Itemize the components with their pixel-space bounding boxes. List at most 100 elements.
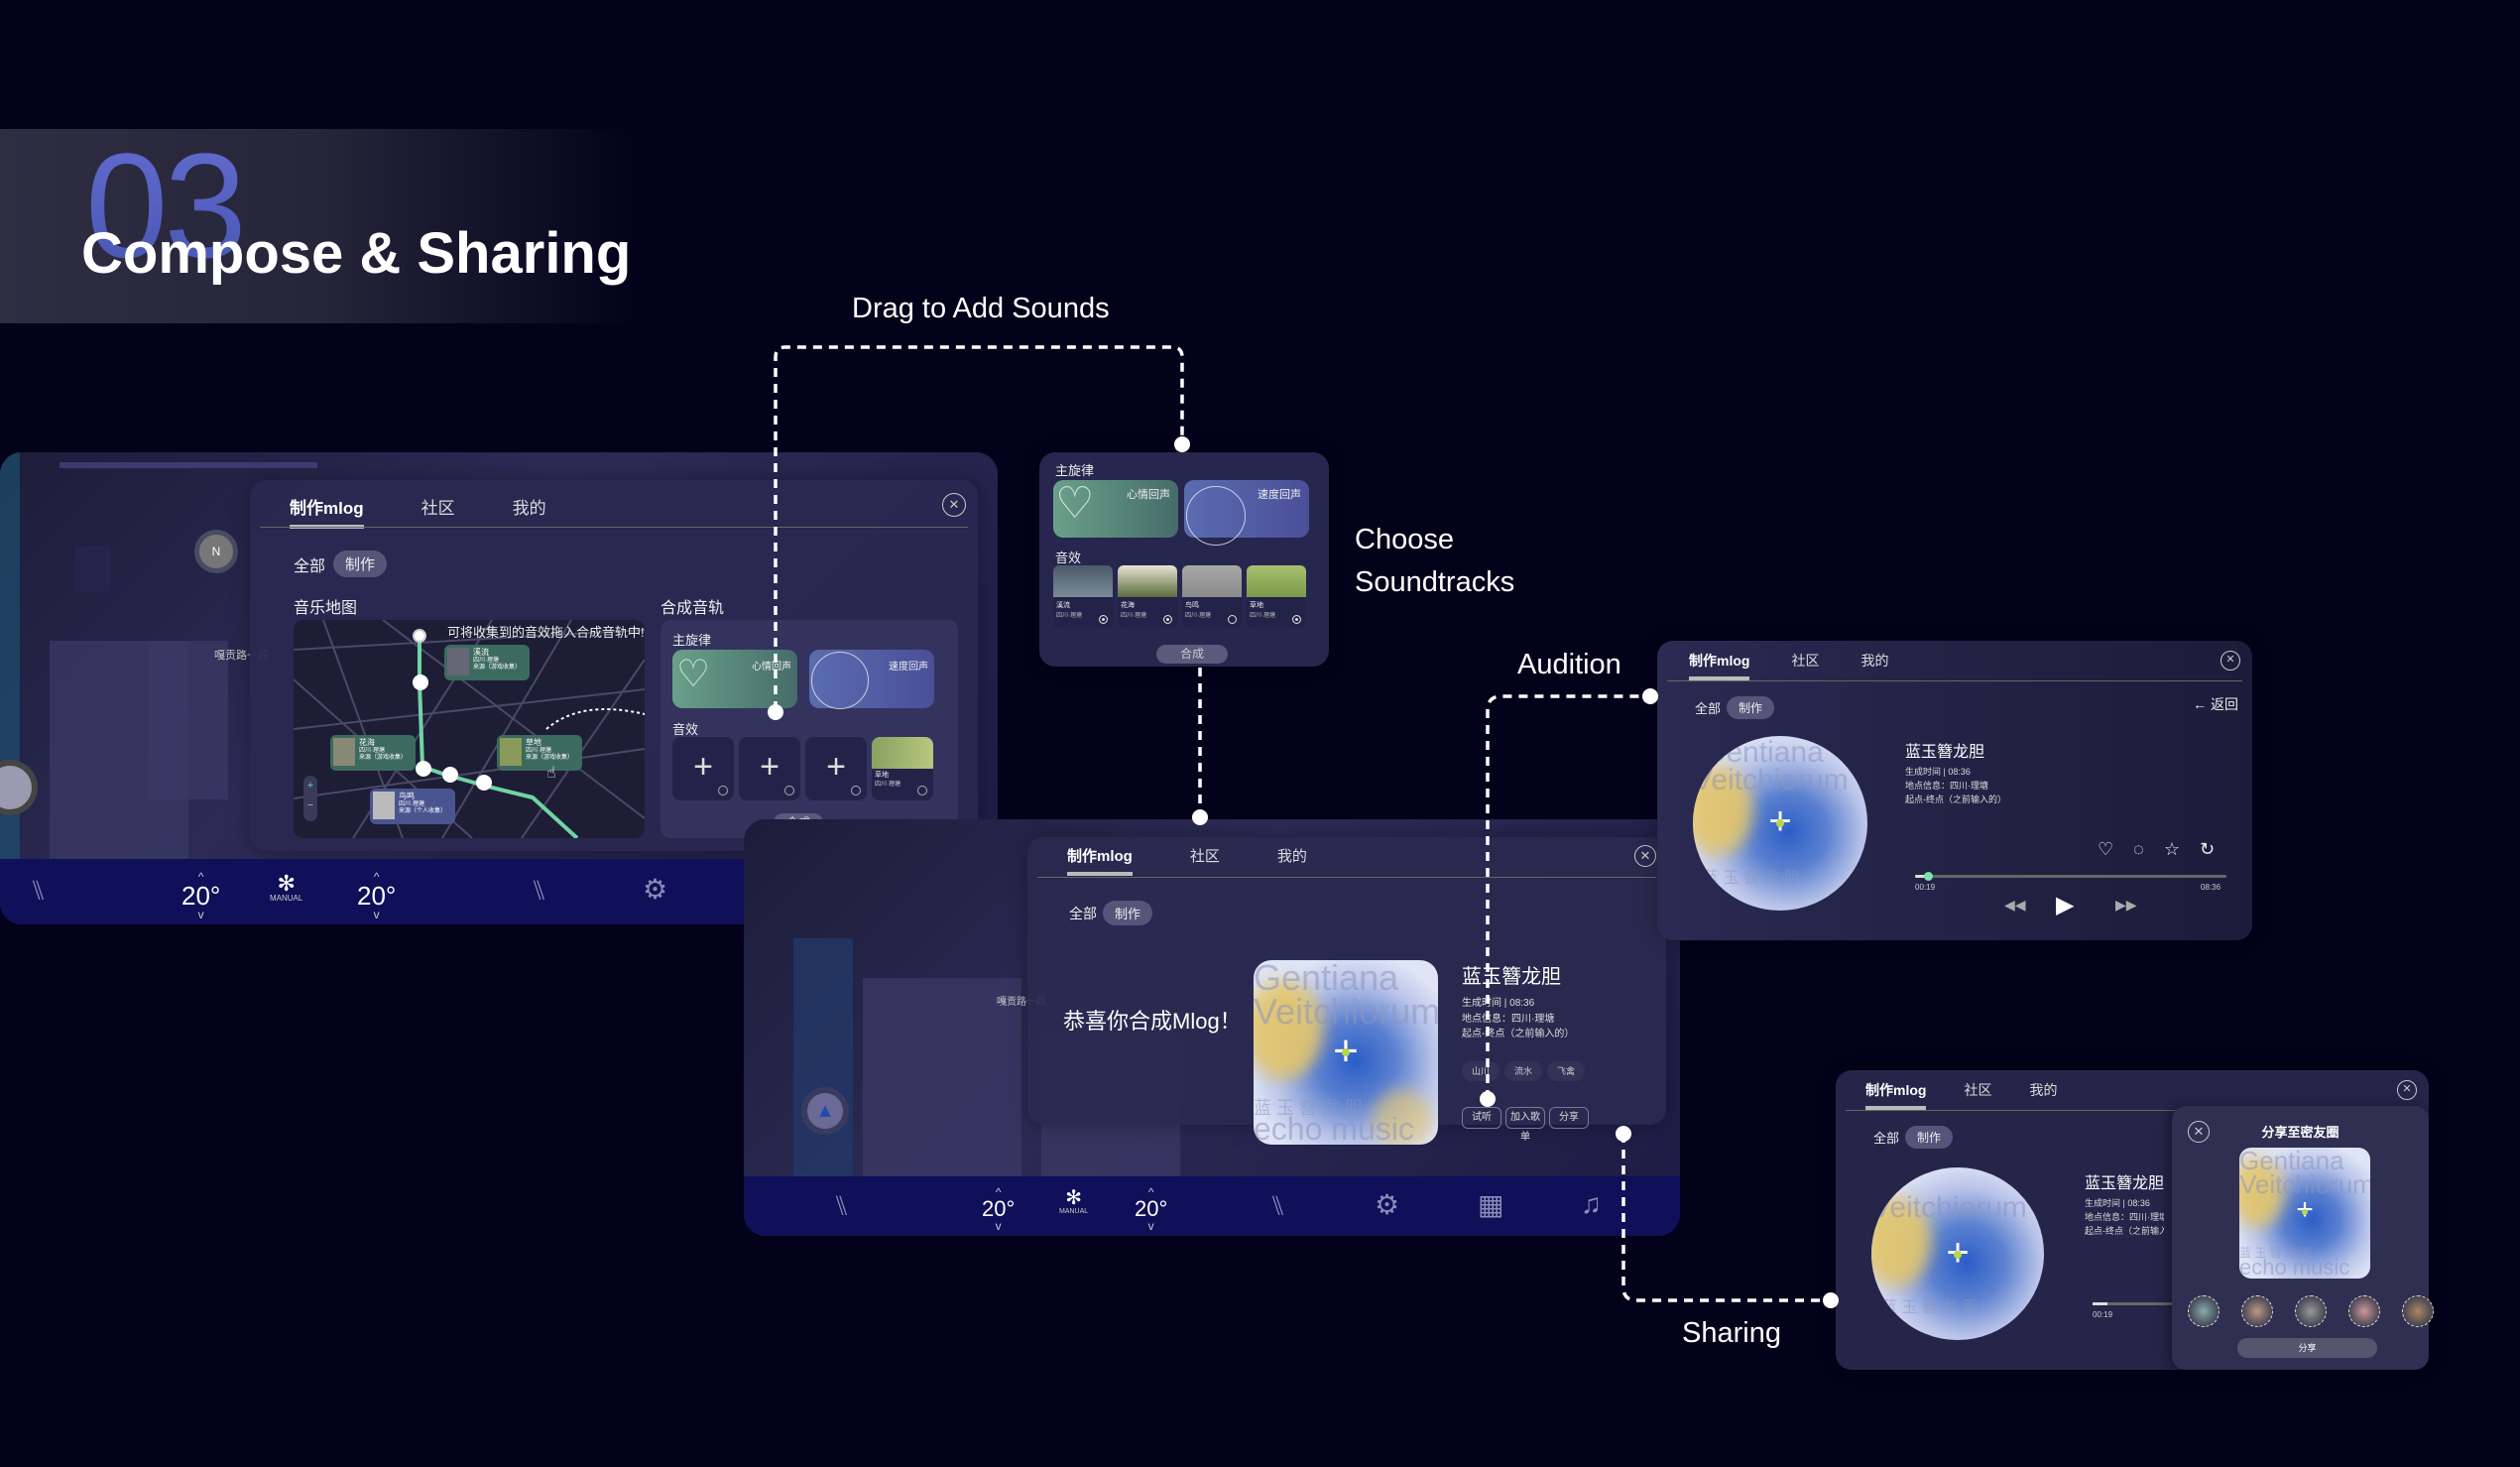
tab-make-mlog[interactable]: 制作mlog: [290, 494, 364, 529]
melody-mood-echo[interactable]: 心情回声 ♡: [672, 650, 797, 708]
filter-make[interactable]: 制作: [1103, 901, 1153, 925]
friend-avatar[interactable]: [2402, 1295, 2434, 1327]
rewind-icon[interactable]: ◀◀: [2004, 897, 2026, 913]
melody-speed-echo[interactable]: 速度回声: [809, 650, 934, 709]
tab-community[interactable]: 社区: [1964, 1082, 1992, 1098]
birds-thumbnail: [373, 792, 395, 819]
melody-speed-echo[interactable]: 速度回声: [1184, 480, 1309, 546]
progress-bar[interactable]: [1915, 872, 2226, 881]
temp-down-icon[interactable]: v: [1147, 1219, 1154, 1233]
close-icon[interactable]: ✕: [2220, 651, 2240, 671]
zoom-out-button[interactable]: −: [306, 799, 314, 811]
tab-make-mlog[interactable]: 制作mlog: [1689, 651, 1750, 680]
heart-icon[interactable]: ♡: [2098, 839, 2114, 859]
zoom-in-button[interactable]: +: [306, 780, 314, 792]
star-icon[interactable]: ☆: [2163, 839, 2180, 859]
close-icon[interactable]: ✕: [2397, 1080, 2417, 1100]
tab-community[interactable]: 社区: [420, 499, 455, 518]
filter-make[interactable]: 制作: [1727, 696, 1775, 719]
music-note-icon[interactable]: ♫: [1581, 1188, 1602, 1219]
progress-handle[interactable]: [1923, 872, 1933, 881]
sfx-add-slot[interactable]: +: [739, 737, 800, 800]
sfx-add-slot[interactable]: +: [805, 737, 867, 800]
radio-icon[interactable]: [1228, 615, 1237, 624]
album-disc[interactable]: Gentiana Veitchiorum 蓝 玉 簪 龙 胆 +: [1693, 736, 1867, 911]
tag-mountains[interactable]: 山川: [1462, 1061, 1500, 1081]
music-map[interactable]: 可将收集到的音效拖入合成音轨中! 溪流四川·理塘来源（游戏收集） 花海四川·理塘…: [294, 620, 645, 838]
share-button[interactable]: 分享: [1549, 1107, 1589, 1129]
tab-community[interactable]: 社区: [1791, 653, 1820, 669]
temp-right[interactable]: ^20°v: [357, 871, 396, 920]
tab-mine[interactable]: 我的: [512, 499, 546, 518]
refresh-icon[interactable]: ↻: [2199, 839, 2216, 859]
friend-avatar[interactable]: [2348, 1295, 2380, 1327]
album-disc[interactable]: Veitchiorum 蓝 玉 簪 龙 胆 +: [1871, 1167, 2044, 1340]
map-card-flowers[interactable]: 花海四川·理塘来源（游戏收集）: [330, 735, 416, 771]
share-confirm-button[interactable]: 分享: [2237, 1338, 2377, 1358]
tab-mine[interactable]: 我的: [1860, 653, 1889, 669]
filter-all[interactable]: 全部: [1695, 701, 1722, 716]
fan-control[interactable]: ✻MANUAL: [270, 873, 302, 903]
sfx-card[interactable]: 花海 四川·理塘: [1118, 565, 1177, 629]
radio-icon[interactable]: [1099, 615, 1108, 624]
friend-avatar[interactable]: [2241, 1295, 2273, 1327]
filter-make[interactable]: 制作: [333, 550, 388, 577]
tag-birds[interactable]: 飞禽: [1547, 1061, 1585, 1081]
close-icon[interactable]: ✕: [942, 493, 966, 517]
fast-forward-icon[interactable]: ▶▶: [2115, 897, 2137, 913]
play-icon[interactable]: ▶: [2056, 892, 2075, 918]
temp-left[interactable]: ^20°v: [181, 871, 220, 920]
sfx-card[interactable]: 溪流 四川·理塘: [1053, 565, 1113, 629]
fan-control[interactable]: ✻MANUAL: [1059, 1188, 1088, 1215]
friend-avatar[interactable]: [2295, 1295, 2327, 1327]
mlog-cover[interactable]: Gentiana Veitchiorum 蓝 玉 簪 龙 胆 echo musi…: [1254, 960, 1438, 1145]
tab-community[interactable]: 社区: [1189, 848, 1220, 865]
tab-make-mlog[interactable]: 制作mlog: [1865, 1080, 1927, 1110]
sfx-add-slot[interactable]: +: [672, 737, 734, 800]
melody-mood-echo[interactable]: 心情回声 ♡: [1053, 480, 1178, 538]
radio-icon[interactable]: [1292, 615, 1301, 624]
compass-button[interactable]: N: [194, 530, 238, 573]
back-button[interactable]: ← 返回: [2193, 694, 2238, 714]
map-card-stream[interactable]: 溪流四川·理塘来源（游戏收集）: [444, 645, 530, 680]
temp-left[interactable]: ^20°v: [982, 1186, 1015, 1232]
close-share-icon[interactable]: ✕: [2188, 1121, 2210, 1143]
add-to-playlist-button[interactable]: 加入歌单: [1505, 1107, 1545, 1143]
sfx-slot-grass[interactable]: 草地 四川·理塘: [872, 737, 933, 800]
seat-left-icon[interactable]: ⑊: [30, 875, 47, 906]
seat-right-icon[interactable]: ⑊: [531, 875, 547, 906]
temp-up-icon[interactable]: ^: [373, 870, 380, 884]
tag-water[interactable]: 流水: [1504, 1061, 1542, 1081]
seat-left-icon[interactable]: ⑊: [833, 1190, 850, 1221]
radio-icon[interactable]: [1163, 615, 1172, 624]
gear-icon[interactable]: ⚙: [643, 874, 668, 905]
friend-avatar[interactable]: [2188, 1295, 2220, 1327]
sfx-card[interactable]: 鸟鸣 四川·理塘: [1182, 565, 1242, 629]
seat-right-icon[interactable]: ⑊: [1269, 1190, 1286, 1221]
close-icon[interactable]: ✕: [1634, 845, 1656, 867]
filter-all[interactable]: 全部: [1069, 905, 1097, 921]
gear-icon[interactable]: ⚙: [1375, 1189, 1400, 1220]
temp-up-icon[interactable]: ^: [995, 1185, 1002, 1199]
connector-node: [1174, 436, 1190, 452]
temp-down-icon[interactable]: v: [373, 908, 380, 921]
temp-right[interactable]: ^20°v: [1135, 1186, 1167, 1232]
tab-mine[interactable]: 我的: [1276, 848, 1307, 865]
temp-down-icon[interactable]: v: [197, 908, 204, 921]
filter-make[interactable]: 制作: [1905, 1126, 1954, 1149]
filter-all[interactable]: 全部: [294, 557, 326, 575]
tab-make-mlog[interactable]: 制作mlog: [1067, 845, 1133, 876]
temp-up-icon[interactable]: ^: [197, 870, 204, 884]
apps-grid-icon[interactable]: ▦: [1478, 1189, 1504, 1220]
map-card-grass[interactable]: 草地四川·理塘来源（游戏收集）: [497, 735, 582, 771]
filter-all[interactable]: 全部: [1873, 1131, 1900, 1146]
tab-mine[interactable]: 我的: [2029, 1082, 2058, 1098]
temp-up-icon[interactable]: ^: [1147, 1185, 1154, 1199]
temp-down-icon[interactable]: v: [995, 1219, 1002, 1233]
progress-bar[interactable]: [2093, 1302, 2172, 1305]
sfx-card[interactable]: 草地 四川·理塘: [1247, 565, 1306, 629]
audition-button[interactable]: 试听: [1462, 1107, 1501, 1129]
map-card-birds[interactable]: 鸟鸣四川·理塘来源（个人收集）: [370, 789, 455, 824]
compose-button[interactable]: 合成: [1156, 645, 1228, 664]
comment-icon[interactable]: ◌: [2133, 839, 2144, 859]
